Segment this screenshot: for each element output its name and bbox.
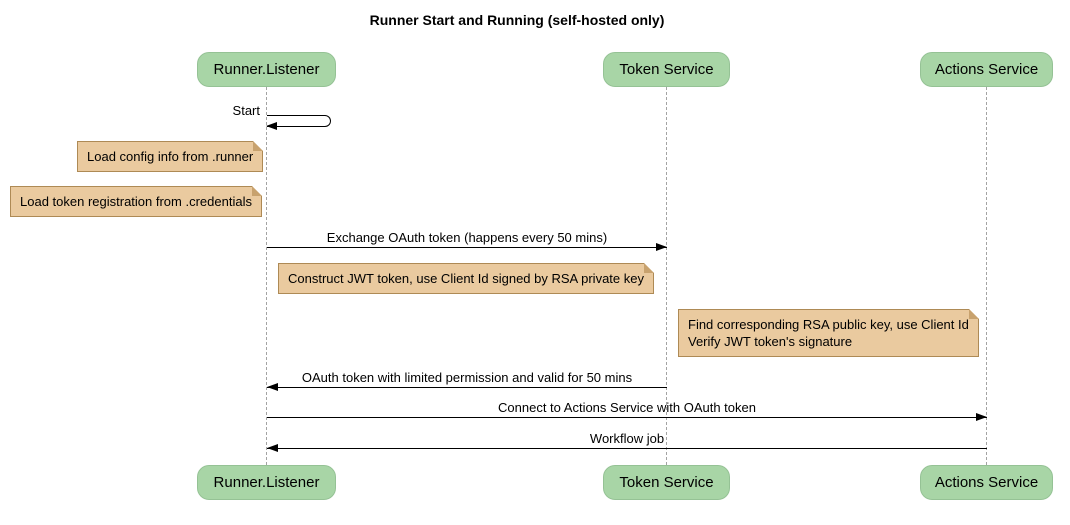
message-oauth-token-return: OAuth token with limited permission and …: [267, 370, 667, 392]
message-label: OAuth token with limited permission and …: [301, 370, 633, 385]
participant-actions-service-bottom: Actions Service: [920, 465, 1053, 500]
message-line: [267, 383, 667, 392]
note-text-line1: Find corresponding RSA public key, use C…: [688, 317, 969, 332]
message-start-loop-arrow: [267, 115, 331, 127]
message-line: [267, 243, 667, 252]
lifeline-token-service: [666, 87, 667, 465]
note-verify-jwt: Find corresponding RSA public key, use C…: [678, 309, 979, 357]
note-load-config: Load config info from .runner: [77, 141, 264, 172]
message-line: [267, 444, 987, 453]
arrowhead-right-icon: [656, 243, 667, 252]
note-load-token-registration: Load token registration from .credential…: [10, 186, 262, 217]
message-exchange-oauth-token: Exchange OAuth token (happens every 50 m…: [267, 230, 667, 252]
note-construct-jwt: Construct JWT token, use Client Id signe…: [278, 263, 654, 294]
note-text: Load token registration from .credential…: [20, 194, 252, 209]
message-workflow-job: Workflow job: [267, 431, 987, 453]
message-line: [267, 413, 987, 422]
arrowhead-left-icon: [267, 383, 278, 392]
participant-token-service-bottom: Token Service: [603, 465, 730, 500]
message-start-label: Start: [232, 103, 260, 118]
message-label: Connect to Actions Service with OAuth to…: [498, 400, 756, 415]
lifeline-runner-listener: [266, 87, 267, 465]
diagram-title: Runner Start and Running (self-hosted on…: [369, 12, 665, 28]
participant-runner-listener-top: Runner.Listener: [197, 52, 336, 87]
note-text: Load config info from .runner: [87, 149, 254, 164]
message-connect-actions-service: Connect to Actions Service with OAuth to…: [267, 400, 987, 422]
message-label: Exchange OAuth token (happens every 50 m…: [326, 230, 608, 245]
participant-actions-service-top: Actions Service: [920, 52, 1053, 87]
message-label: Workflow job: [589, 431, 665, 446]
message-start-arrowhead-icon: [266, 122, 277, 130]
arrowhead-right-icon: [976, 413, 987, 422]
lifeline-actions-service: [986, 87, 987, 465]
participant-runner-listener-bottom: Runner.Listener: [197, 465, 336, 500]
note-text-line2: Verify JWT token's signature: [688, 334, 853, 349]
note-text: Construct JWT token, use Client Id signe…: [288, 271, 644, 286]
participant-token-service-top: Token Service: [603, 52, 730, 87]
arrowhead-left-icon: [267, 444, 278, 453]
